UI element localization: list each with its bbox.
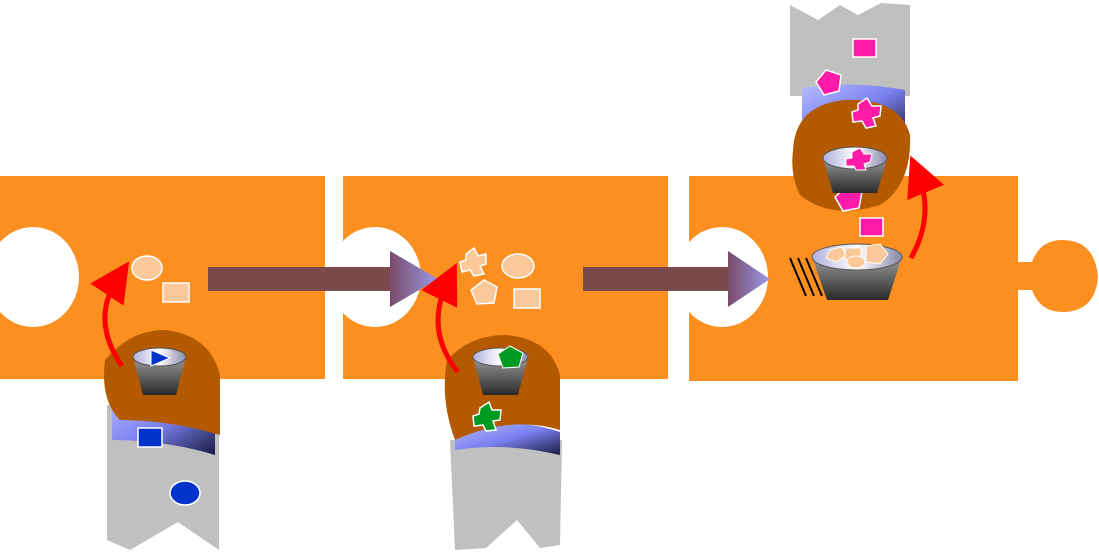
pentagon-icon bbox=[470, 279, 498, 305]
source-block-2 bbox=[444, 335, 562, 550]
puzzle-hole-1 bbox=[0, 227, 79, 327]
curved-arrow-3 bbox=[907, 155, 945, 260]
circle-icon bbox=[131, 255, 163, 281]
bucket-icon bbox=[472, 345, 529, 395]
circle-icon bbox=[501, 253, 535, 279]
square-icon bbox=[162, 282, 190, 303]
cross-icon bbox=[851, 96, 882, 129]
circle-icon bbox=[169, 480, 201, 506]
curved-arrow-1 bbox=[90, 261, 130, 368]
puzzle-knob bbox=[1016, 240, 1098, 312]
piece-3-marks bbox=[789, 257, 823, 297]
square-icon bbox=[859, 217, 884, 237]
pentagon-icon bbox=[497, 345, 524, 369]
square-icon bbox=[513, 288, 541, 309]
bucket-icon bbox=[822, 146, 888, 193]
flow-arrow-1 bbox=[208, 251, 438, 307]
triangle-icon bbox=[150, 349, 172, 367]
pentagon-icon bbox=[815, 69, 842, 96]
piece-1-shapes bbox=[131, 255, 190, 303]
cross-icon bbox=[845, 147, 873, 171]
square-icon bbox=[137, 427, 163, 448]
square-icon bbox=[852, 38, 877, 58]
curved-arrow-2 bbox=[421, 263, 460, 374]
piece-2-shapes bbox=[459, 246, 541, 309]
bucket-icon bbox=[811, 243, 903, 300]
bucket-icon bbox=[132, 347, 187, 395]
flow-arrow-2 bbox=[583, 251, 770, 307]
cross-icon bbox=[459, 246, 487, 277]
mixed-shapes bbox=[825, 243, 889, 269]
cross-icon bbox=[472, 400, 502, 432]
